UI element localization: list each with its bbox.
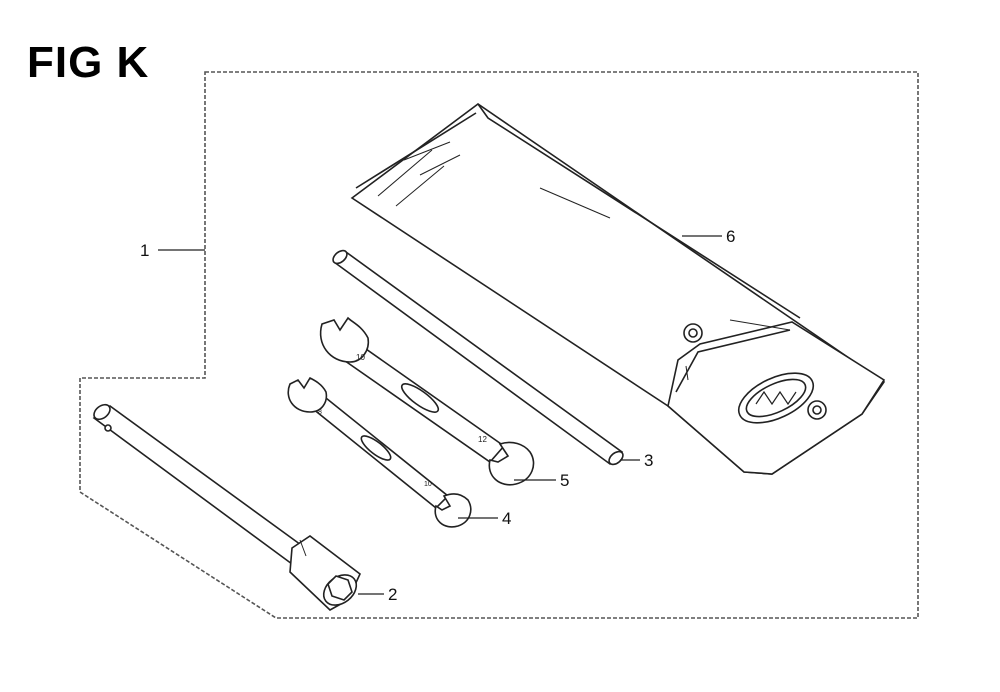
handle-bar bbox=[332, 249, 624, 466]
leader-lines bbox=[158, 235, 722, 595]
svg-text:8: 8 bbox=[318, 409, 322, 416]
svg-text:10: 10 bbox=[424, 481, 432, 488]
svg-text:10: 10 bbox=[356, 353, 365, 362]
tool-bag bbox=[350, 103, 886, 475]
callout-1: 1 bbox=[140, 241, 149, 260]
callout-4: 4 bbox=[502, 509, 511, 528]
callout-6: 6 bbox=[726, 227, 735, 246]
callout-2: 2 bbox=[388, 585, 397, 604]
small-open-end-wrench: 8 10 bbox=[287, 376, 472, 528]
spark-plug-wrench bbox=[92, 403, 361, 611]
figure-title: FIG K bbox=[27, 38, 150, 87]
svg-text:12: 12 bbox=[478, 435, 487, 444]
large-open-end-wrench: 10 12 bbox=[319, 316, 535, 486]
assembly-frame bbox=[79, 71, 919, 619]
callout-5: 5 bbox=[560, 471, 569, 490]
callout-3: 3 bbox=[644, 451, 653, 470]
